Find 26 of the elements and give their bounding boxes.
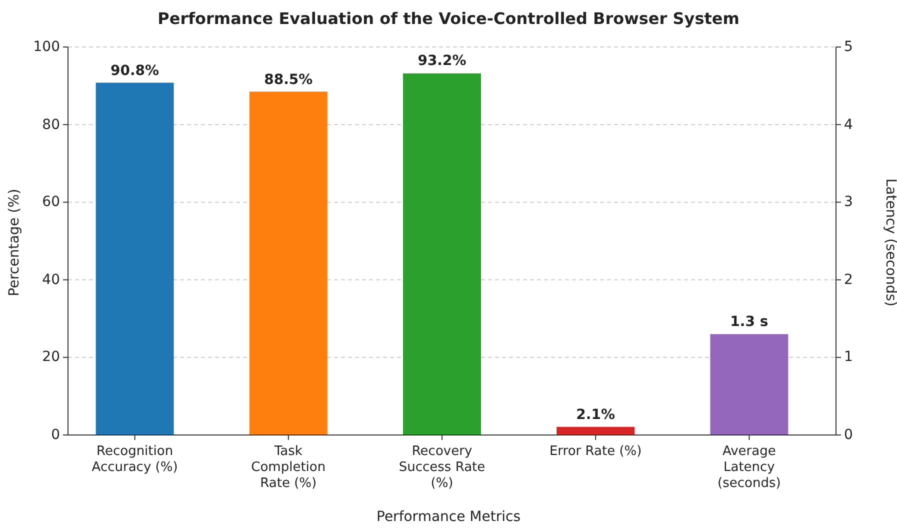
- tick-label: 0: [50, 427, 60, 443]
- tick-label: 3: [844, 194, 853, 210]
- tick-label: 0: [844, 427, 853, 443]
- value-label: 90.8%: [110, 62, 160, 79]
- tick-label: 4: [844, 116, 853, 133]
- category-label: Recovery Success Rate (%): [398, 444, 486, 492]
- value-label: 93.2%: [416, 53, 468, 70]
- category-label: Task Completion Rate (%): [250, 444, 327, 492]
- tick-label: 100: [32, 39, 60, 55]
- category-label: Error Rate (%): [548, 444, 643, 460]
- tick-label: 80: [41, 116, 60, 133]
- tick-label: 60: [41, 194, 60, 210]
- category-label: Recognition Accuracy (%): [90, 444, 179, 476]
- x-axis-title: Performance Metrics: [376, 508, 522, 527]
- tick-label: 1: [844, 349, 853, 366]
- category-label: Average Latency (seconds): [716, 444, 782, 492]
- value-label: 88.5%: [263, 72, 314, 88]
- y-axis-title: Percentage (%): [6, 188, 24, 298]
- value-label: 2.1%: [575, 406, 616, 423]
- tick-label: 2: [844, 272, 853, 288]
- tick-label: 20: [41, 349, 60, 366]
- chart-title: Performance Evaluation of the Voice-Controlled Browser System: [156, 8, 740, 30]
- tick-label: 40: [41, 272, 60, 288]
- y2-axis-title: Latency (seconds): [882, 178, 897, 308]
- tick-label: 5: [844, 39, 853, 55]
- value-label: 1.3 s: [729, 314, 770, 330]
